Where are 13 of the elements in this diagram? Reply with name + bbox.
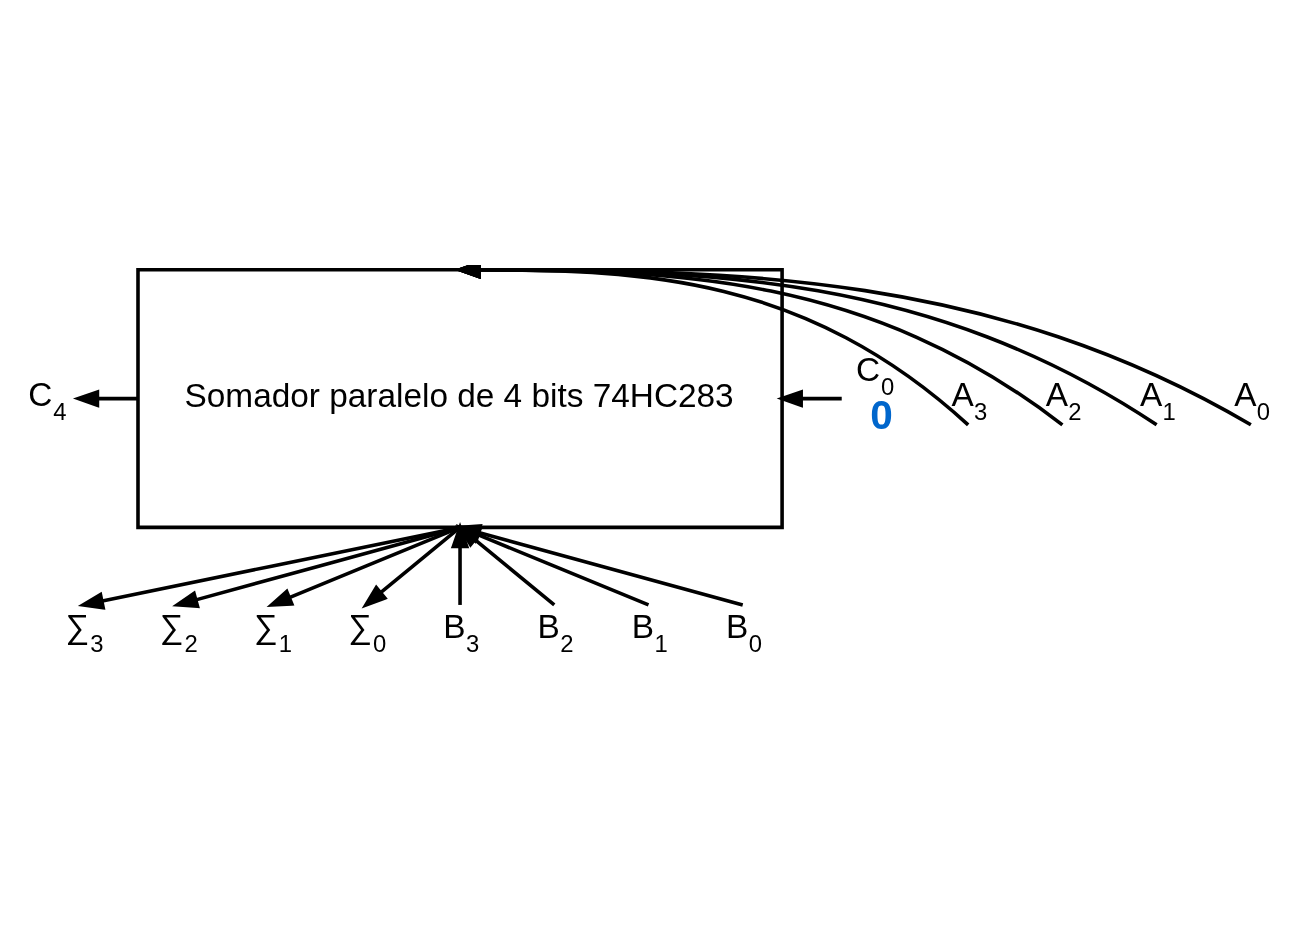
node-text: ∑$_{0}$ [347, 607, 387, 657]
node-text: B$_{0}$ [726, 607, 762, 657]
node-text: C$_{4}$ [28, 375, 67, 425]
node-text: ∑$_{1}$ [253, 607, 293, 657]
node-text: A$_{0}$ [1234, 375, 1271, 425]
node-text: B$_{1}$ [631, 607, 668, 657]
node-text: A$_{1}$ [1139, 375, 1176, 425]
node-text: B$_{3}$ [443, 607, 480, 657]
node-text: A$_{2}$ [1045, 375, 1082, 425]
node-text: ∑$_{2}$ [159, 607, 198, 657]
node-text: B$_{2}$ [537, 607, 574, 657]
node-text: ∑$_{3}$ [65, 607, 104, 657]
node-text: A$_{3}$ [951, 375, 988, 425]
